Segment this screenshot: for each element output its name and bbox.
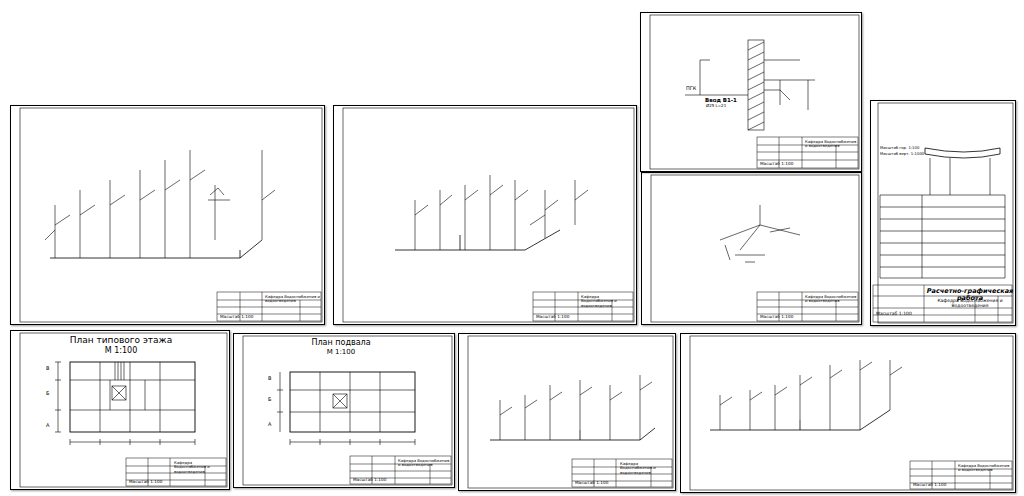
title-block-text: Кафедра Водоснабжения и водоотведения: [174, 461, 225, 474]
drawing-sheet: Ввод В1-1Кафедра Водоснабжения и водоотв…: [640, 12, 862, 172]
title-block-text: Масштаб 1:100: [220, 315, 264, 320]
drawing-sheet: Кафедра Водоснабжения и водоотведенияМас…: [10, 105, 325, 325]
drawing-label: А: [268, 422, 271, 428]
drawing-label: Масштаб гор. 1:100: [880, 146, 919, 150]
drawing-sheet: Кафедра Водоснабжения и водоотведенияМас…: [641, 172, 862, 325]
title-block-text: Масштаб 1:100: [353, 478, 397, 483]
drawing-label: Масштаб верт. 1:1000: [880, 152, 924, 156]
drawing-sheet: Кафедра Водоснабжения и водоотведенияМас…: [333, 105, 637, 325]
title-block-text: Кафедра Водоснабжения и водоотведения: [805, 295, 857, 304]
title-block-text: Кафедра Водоснабжения и водоотведения: [581, 295, 632, 308]
title-block-text: Кафедра Водоснабжения и Водоотведения: [926, 298, 1014, 308]
title-block-text: Кафедра Водоснабжения и водоотведения: [958, 464, 1011, 473]
drawing-label: А: [46, 423, 49, 429]
drawing-label: ПГК: [686, 86, 696, 92]
sheet-heading: План типового этажа: [31, 335, 211, 345]
title-block-text: Масштаб 1:100: [760, 315, 804, 320]
sheet-heading: План подвала: [251, 338, 431, 347]
drawing-sheet: Расчетно-графическая работаКафедра Водос…: [870, 100, 1016, 326]
drawing-label: В: [46, 366, 49, 372]
drawing-label: Б: [46, 391, 49, 397]
title-block-text: Масштаб 1:100: [129, 480, 173, 485]
title-block-text: Масштаб 1:100: [575, 481, 619, 486]
drawing-sheet: Кафедра Водоснабжения и водоотведенияМас…: [680, 333, 1016, 493]
drawing-label: В: [268, 376, 271, 382]
title-block-text: Масштаб 1:100: [536, 315, 580, 320]
drawing-sheet: План подвалаМ 1:100Кафедра Водоснабжения…: [233, 333, 455, 488]
drawing-label: Ø25 L=21: [706, 104, 726, 108]
drawing-sheet: План типового этажаМ 1:100Кафедра Водосн…: [10, 330, 230, 490]
sheet-heading: Ввод В1-1: [705, 97, 765, 103]
title-block-text: Кафедра Водоснабжения и водоотведения: [805, 140, 857, 149]
title-block-text: М 1:100: [31, 346, 211, 355]
title-block-text: Масштаб 1:100: [760, 162, 804, 167]
drawing-label: Б: [268, 397, 271, 403]
title-block-text: Кафедра Водоснабжения и водоотведения: [398, 459, 450, 468]
title-block-text: Кафедра Водоснабжения и водоотведения: [620, 462, 671, 475]
title-block-text: Масштаб 1:100: [876, 311, 926, 316]
title-block-text: Масштаб 1:100: [913, 483, 957, 488]
title-block-text: М 1:100: [251, 348, 431, 356]
title-block-text: Кафедра Водоснабжения и водоотведения: [265, 295, 320, 304]
drawing-sheet: Кафедра Водоснабжения и водоотведенияМас…: [458, 333, 676, 491]
